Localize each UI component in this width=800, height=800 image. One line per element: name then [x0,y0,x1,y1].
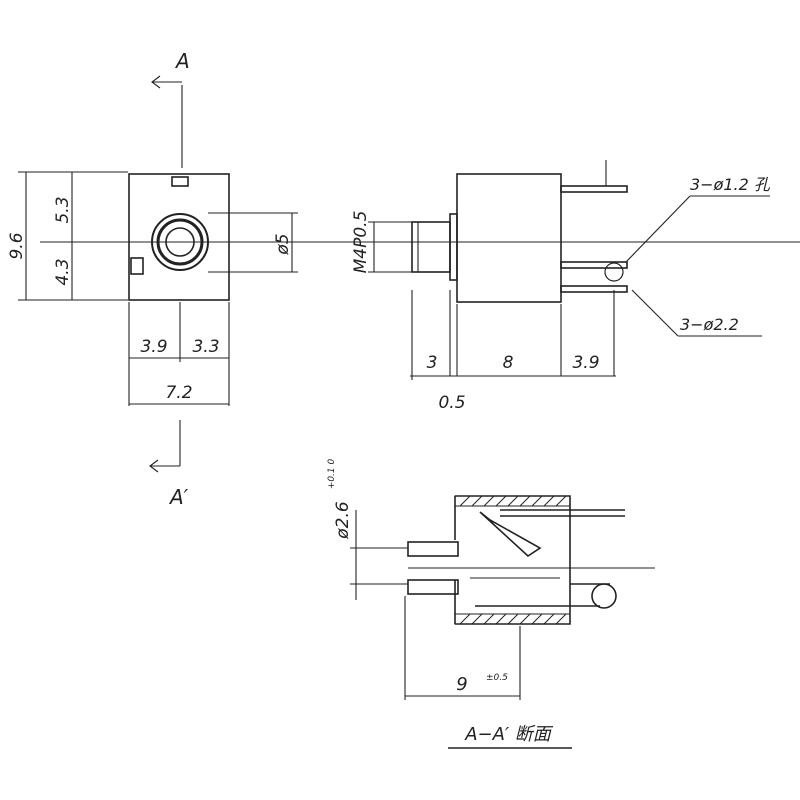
top-pin [560,185,628,193]
pin-hole-ring [604,262,624,282]
thread-spec: M4P0.5 [351,211,371,274]
bushing-upper-wall [407,541,459,557]
leader-hole-note-2 [631,289,679,337]
front-view: A A′ 9.6 5.3 4.3 ø5 3.9 3 [7,49,800,509]
dim-len-thread: 3 [427,353,438,373]
hatching [459,495,567,625]
dim-len-pins: 3.9 [572,353,599,373]
arrow-head-top-icon [151,75,161,89]
dim-height-lower: 4.3 [53,258,73,285]
front-body-outline [128,173,230,301]
dim-width-total: 7.2 [165,383,192,403]
section-label-bottom: A′ [168,485,189,509]
dim-width-right: 3.3 [192,337,219,357]
dim-height-total: 9.6 [7,232,27,259]
front-side-slot [130,257,144,275]
dim-bore-diameter: ø2.6 [333,501,353,540]
leader-hole-note-1 [625,195,691,263]
dim-hole-diameter: ø5 [273,233,293,255]
dim-flange: 0.5 [438,393,465,413]
hole-note-2: 3−ø2.2 [680,315,739,334]
flange [449,213,458,281]
terminal-ring [591,583,617,609]
spring-contact [479,511,542,558]
dim-len-body: 8 [503,353,514,373]
side-view: M4P0.5 3−ø1.2 孔 3−ø2.2 3 8 3.9 0.5 [351,160,771,413]
bushing-lower-wall [407,579,459,595]
section-label-top: A [174,49,190,73]
hatched-bottom-wall [454,613,571,625]
side-body-outline [456,173,562,303]
hole-note-1: 3−ø1.2 孔 [690,175,771,194]
dim-section-length-tol: ±0.5 [486,673,508,683]
front-top-slot [171,176,189,187]
lower-pin-1 [560,261,628,269]
dim-bore-tolerance: +0.1 0 [327,459,337,490]
arrow-head-bottom-icon [149,459,159,473]
section-caption: A−A′ 断面 [464,724,554,745]
dim-height-upper: 5.3 [53,196,73,223]
hatched-top-wall [454,495,571,507]
dim-width-left: 3.9 [140,337,167,357]
lower-pin-2 [560,285,628,293]
section-view: ø2.6 +0.1 0 9 ±0.5 A−A′ 断面 [327,459,655,749]
dim-section-length: 9 [456,674,467,695]
